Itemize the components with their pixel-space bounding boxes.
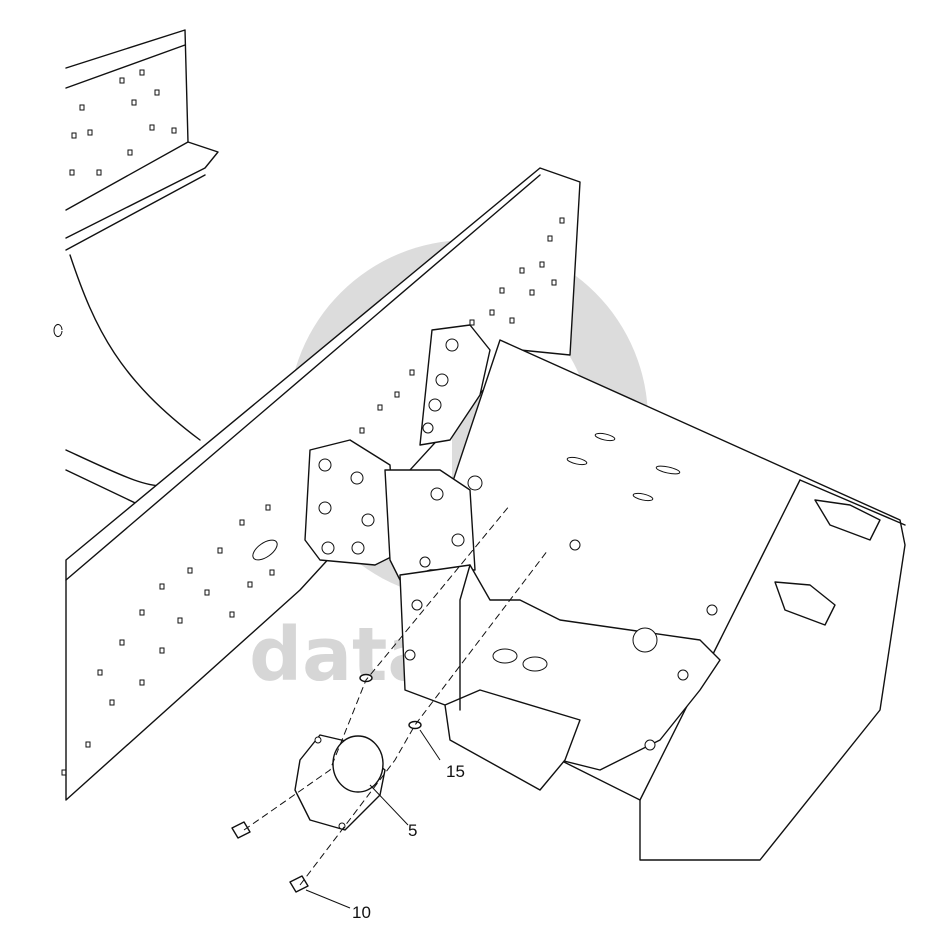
upper-frame-rail <box>65 29 219 251</box>
leader-lines <box>305 729 441 909</box>
callout-5: 5 <box>408 821 417 840</box>
washers <box>359 673 422 730</box>
callout-10: 10 <box>352 903 371 922</box>
bolts <box>231 821 309 893</box>
hitch-plate <box>399 539 721 791</box>
assembly-lines <box>243 504 549 886</box>
callout-15: 15 <box>446 762 465 781</box>
mounting-bracket-upper <box>419 324 491 446</box>
mounting-bracket-lower <box>304 439 483 581</box>
trailer-socket <box>294 734 386 831</box>
